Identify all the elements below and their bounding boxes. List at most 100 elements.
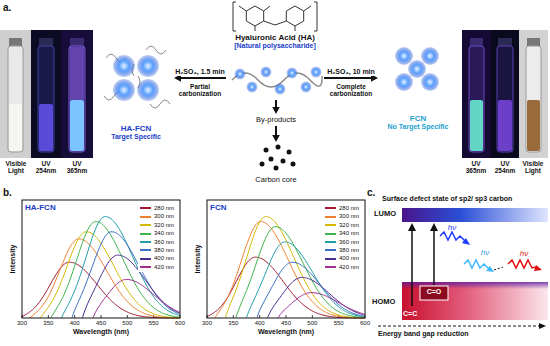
vial-caption: UV 365nm [462, 160, 491, 175]
legend-row: 320 nm [325, 221, 359, 229]
legend-row: 400 nm [140, 254, 174, 262]
vial-photos-right-part [526, 46, 541, 152]
carbon-core-dots-part [291, 162, 296, 167]
vial-photos-right-part [462, 30, 491, 158]
legend-text: 360 nm [154, 239, 174, 245]
axis-tick-label: 400 [255, 320, 265, 327]
molecule-structure-part [246, 6, 263, 26]
polymer-chain-part [261, 67, 272, 78]
vial-photos-left-part [70, 100, 84, 151]
vial-photos-left-part [39, 104, 53, 151]
photon-label: hν [448, 223, 456, 232]
legend-row: 400 nm [325, 254, 359, 262]
vial-photos-left-part [61, 30, 93, 158]
node-text: HA-FCN [121, 124, 152, 133]
spectrum-curve [268, 277, 365, 317]
vial-caption: UV 365nm [62, 160, 92, 175]
arrow-head [272, 135, 280, 142]
vial-caption: Visible Light [1, 160, 31, 175]
polymer-chain-part [287, 68, 298, 79]
molecule-structure-part [239, 6, 246, 11]
legend-row: 300 nm [325, 212, 359, 220]
arrow-head [272, 107, 280, 114]
chart-title: HA-FCN [25, 203, 56, 212]
legend-swatch [325, 233, 336, 235]
legend-swatch [325, 207, 336, 209]
legend-swatch [325, 266, 336, 268]
carbon-core-dots-part [274, 166, 279, 171]
diagram-heading: Surface defect state of sp2/ sp3 carbon [382, 195, 512, 203]
spectrum-chart [207, 200, 365, 318]
vial-photos-left-part [38, 46, 54, 152]
carbon-core-dots-part [269, 157, 274, 162]
molecule-structure-part [304, 6, 311, 11]
legend-text: 320 nm [339, 222, 359, 228]
spectrum-curve [62, 217, 180, 318]
vial-photos-left-part [8, 46, 23, 152]
chart-legend: 280 nm300 nm320 nm340 nm360 nm380 nm400 … [138, 203, 176, 272]
axis-tick-label: 350 [43, 320, 53, 327]
plot-frame [22, 200, 180, 318]
chart-title: FCN [210, 203, 226, 212]
vial-photos-right-part [498, 100, 512, 151]
legend-swatch [140, 216, 151, 218]
node-text: FCN [410, 114, 426, 123]
molecule-structure-part [286, 6, 303, 26]
legend-text: 380 nm [154, 247, 174, 253]
legend-text: 280 nm [154, 205, 174, 211]
ha-fcn-cluster [104, 46, 170, 108]
energy-diagram-part [534, 265, 542, 271]
legend-text: 340 nm [339, 230, 359, 236]
fcn-cluster-part [395, 73, 413, 91]
legend-swatch [325, 241, 336, 243]
legend-swatch [140, 241, 151, 243]
arrow-shaft [275, 100, 277, 108]
vial-photos-left-part [9, 38, 22, 46]
energy-diagram-part [408, 223, 416, 231]
axis-tick-label: 300 [17, 320, 27, 327]
polymer-chain-part [301, 82, 312, 93]
level-name: HOMO [372, 298, 395, 307]
node-text: Carbon core [255, 176, 296, 185]
process-arrow [272, 100, 280, 114]
vial-caption: UV 254nm [31, 160, 61, 175]
polymer-chain-part [311, 67, 322, 78]
legend-swatch [325, 216, 336, 218]
spectrum-curve [93, 279, 179, 317]
plot-frame [207, 200, 365, 318]
legend-text: 360 nm [339, 239, 359, 245]
legend-swatch [140, 258, 151, 260]
legend-swatch [140, 249, 151, 251]
carbon-core-node: Carbon core [240, 142, 312, 186]
energy-diagram-part [430, 223, 438, 231]
molecule-structure-part [264, 6, 270, 11]
legend-row: 280 nm [140, 204, 174, 212]
legend-row: 340 nm [140, 229, 174, 237]
energy-diagram-part [420, 286, 448, 300]
process-note: Partial carbonization [173, 83, 227, 98]
molecule-structure [233, 2, 317, 31]
legend-row: 300 nm [140, 212, 174, 220]
vial-photos-right-part [497, 46, 513, 152]
vial-photos-right-part [491, 30, 519, 158]
node-text: No Target Specific [388, 123, 449, 131]
energy-diagram-part [539, 323, 546, 329]
axis-tick-label: 550 [149, 320, 159, 327]
vial-photos-right-part [469, 46, 484, 152]
edge-label: H₂SO₄, 1.5 min [174, 68, 226, 76]
legend-row: 420 nm [325, 263, 359, 271]
vial-photos-left-part [70, 47, 84, 100]
energy-diagram-part [462, 238, 470, 245]
axis-note: Energy band gap reduction [378, 330, 469, 338]
vial-photos-left-part [0, 30, 31, 158]
chart-legend: 280 nm300 nm320 nm340 nm360 nm380 nm400 … [323, 203, 361, 272]
axis-tick-label: 500 [122, 320, 132, 327]
node-text: [Natural polysaccharide] [234, 42, 316, 50]
photon-label: hν [481, 248, 489, 257]
legend-swatch [140, 233, 151, 235]
level-name: LUMO [374, 210, 396, 219]
axis-tick-label: 600 [175, 320, 185, 327]
axis-title: Intensity [194, 245, 202, 274]
vial-photos-left [0, 30, 93, 158]
molecule-structure-part [233, 2, 236, 31]
